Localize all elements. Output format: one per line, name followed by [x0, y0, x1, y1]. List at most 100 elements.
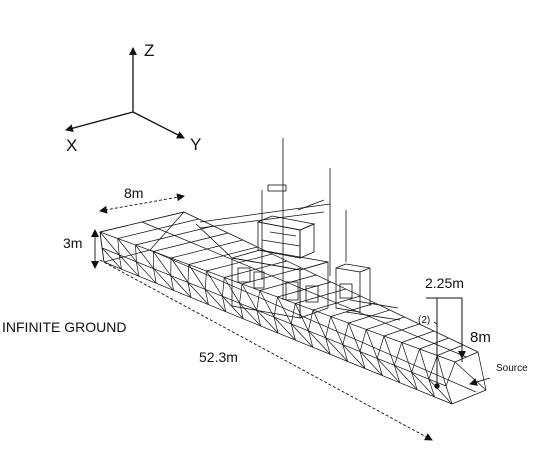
hull-side-station: [290, 303, 296, 324]
dimension-lines: [91, 193, 491, 441]
yard-1: [199, 203, 331, 223]
antenna-wire: [426, 297, 463, 389]
hull-side-diagonal: [290, 323, 314, 348]
hull-side-station: [256, 290, 261, 311]
deck-equipment-1: [237, 267, 251, 283]
hull-side-station: [359, 351, 366, 369]
hull-side-station: [239, 283, 243, 304]
hull-keel: [103, 261, 453, 405]
hull-side-station: [118, 254, 122, 270]
hull-side-diagonal: [419, 348, 430, 380]
hull-side-station: [239, 303, 244, 319]
y-axis: [132, 111, 185, 139]
hull-side-diagonal: [342, 344, 366, 369]
funnel-rim-2: [345, 263, 371, 269]
hull-side-diagonal: [325, 337, 348, 362]
hull-side-station: [342, 322, 349, 345]
hull-side-station: [428, 378, 435, 398]
hull-side-station: [204, 289, 209, 305]
hull-side-diagonal: [99, 231, 120, 256]
hull-side-station: [359, 329, 367, 352]
hull-side-station: [445, 361, 456, 387]
hull-side-station: [325, 337, 331, 355]
hull-chine: [101, 247, 447, 387]
hull-side-station: [136, 261, 140, 277]
z-axis-label: Z: [144, 41, 155, 60]
hull-side-station: [376, 335, 385, 359]
hull-side-diagonal: [153, 268, 174, 291]
hull-side-station: [411, 348, 420, 373]
hull-side-station: [428, 355, 438, 380]
hull-side-diagonal: [273, 316, 296, 341]
aft-rail: [345, 311, 401, 321]
hull-side-diagonal: [277, 296, 292, 325]
ground-label: INFINITE GROUND: [2, 319, 127, 335]
hull-side-diagonal: [394, 365, 418, 391]
hull-side-diagonal: [348, 322, 361, 352]
superstructure-wireframe: [195, 138, 401, 321]
hull-side-station: [376, 358, 383, 376]
source-label: Source: [496, 363, 528, 374]
funnel-rim-3: [359, 267, 371, 273]
yard-2: [199, 211, 325, 229]
deck-equipment-4: [305, 285, 319, 303]
hull-side-station: [325, 316, 332, 338]
y-axis-label: Y: [190, 135, 202, 154]
deck-equipment-3: [285, 281, 299, 301]
yard-3: [297, 199, 325, 211]
stay-fore: [195, 223, 233, 259]
hull-side-station: [308, 330, 314, 348]
hull-side-station: [394, 365, 401, 383]
hull-side-station: [187, 282, 192, 298]
length-dimension-line: [99, 259, 433, 441]
hull-deck-centerline: [141, 221, 467, 358]
hull-side-diagonal: [187, 282, 209, 305]
hull-side-diagonal: [170, 275, 192, 298]
deck-equipment-2: [253, 271, 265, 289]
hull-wireframe: [99, 211, 487, 405]
hull-side-diagonal: [256, 309, 279, 334]
hull-side-diagonal: [259, 290, 275, 318]
hull-side-station: [290, 323, 296, 341]
hull-side-station: [394, 342, 403, 366]
aft-rail-2: [349, 299, 399, 309]
deckhouse-top: [231, 249, 329, 271]
hull-side-diagonal: [428, 378, 453, 405]
axis-triad: [65, 47, 185, 139]
hull-side-station: [117, 238, 120, 255]
length-dimension-label: 52.3m: [199, 349, 238, 365]
rig-1: [261, 239, 301, 247]
source-point: [434, 383, 440, 389]
hull-side-diagonal: [436, 355, 447, 387]
hull-side-station: [222, 277, 225, 297]
hull-side-station: [222, 296, 227, 312]
hull-side-diagonal: [204, 289, 227, 312]
hull-side-diagonal: [239, 302, 261, 327]
hull-deck-edge-far: [183, 211, 479, 353]
hull-side-station: [256, 310, 261, 326]
depth-dimension-label: 3m: [63, 235, 83, 251]
hull-side-diagonal: [383, 335, 395, 366]
rig-2: [269, 231, 297, 237]
hull-side-diagonal: [117, 238, 137, 263]
hull-side-station: [153, 268, 157, 284]
hull-side-diagonal: [206, 270, 223, 297]
hull-side-diagonal: [136, 261, 157, 284]
hull-side-diagonal: [152, 251, 172, 276]
hull-side-station: [170, 275, 174, 291]
hull-transom-bottom: [103, 249, 151, 263]
hull-side-station: [273, 316, 279, 334]
hull-side-diagonal: [135, 244, 154, 269]
x-axis: [65, 111, 134, 133]
hull-side-diagonal: [376, 358, 401, 383]
hull-side-diagonal: [241, 283, 258, 311]
deckhouse-side: [299, 261, 329, 319]
hull-side-diagonal: [101, 247, 122, 270]
beam-dimension-label: 8m: [124, 185, 144, 201]
hull-side-diagonal: [188, 264, 206, 290]
segment-pointer: [433, 321, 438, 325]
hull-side-diagonal: [330, 316, 344, 345]
hull-side-diagonal: [170, 257, 189, 283]
x-axis-label: X: [66, 136, 78, 155]
